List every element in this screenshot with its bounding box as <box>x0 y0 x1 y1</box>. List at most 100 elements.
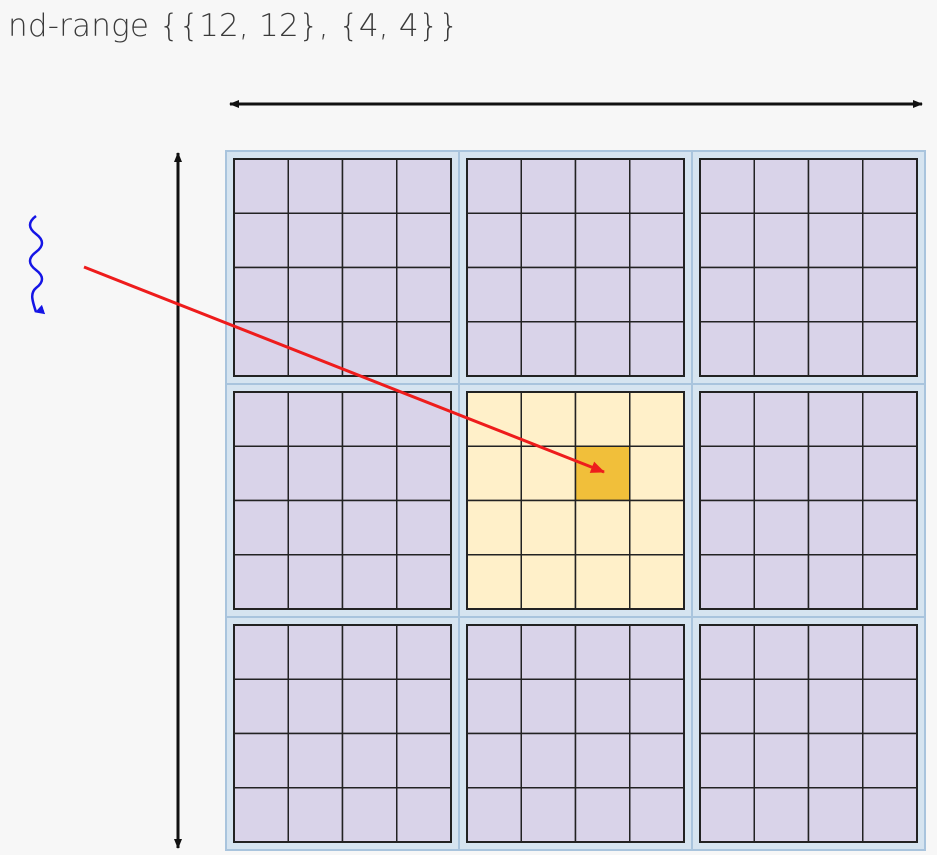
work-item <box>466 787 522 843</box>
work-group <box>458 616 693 851</box>
work-item <box>753 732 810 789</box>
work-item <box>574 266 631 323</box>
work-item <box>753 499 810 556</box>
work-item <box>396 787 452 843</box>
work-item <box>520 391 577 447</box>
work-item <box>574 321 631 377</box>
work-item <box>233 391 289 447</box>
work-item <box>574 787 631 843</box>
work-groups <box>225 150 926 851</box>
work-item <box>574 732 631 789</box>
work-group-grid-border <box>466 391 685 610</box>
work-item <box>753 158 810 214</box>
work-item <box>699 554 755 610</box>
work-item <box>753 391 810 447</box>
work-item <box>466 499 522 556</box>
work-item <box>574 499 631 556</box>
work-group-grid-border <box>466 158 685 377</box>
page-title: nd-range {{12, 12}, {4, 4}} <box>8 8 459 44</box>
work-item <box>699 266 755 323</box>
work-item <box>287 732 344 789</box>
work-item <box>807 321 864 377</box>
work-item <box>699 499 755 556</box>
work-group <box>225 383 460 618</box>
work-item <box>699 158 755 214</box>
work-item <box>341 445 398 502</box>
work-group-grid-border <box>699 624 918 843</box>
work-group-grid-border <box>699 391 918 610</box>
work-item <box>629 321 685 377</box>
work-item <box>753 678 810 735</box>
work-item <box>807 158 864 214</box>
work-item <box>396 445 452 502</box>
work-item <box>520 266 577 323</box>
work-item <box>574 678 631 735</box>
work-group <box>691 616 926 851</box>
work-item <box>862 732 918 789</box>
wavy-arrow-icon <box>28 215 46 315</box>
work-item <box>233 732 289 789</box>
work-item <box>699 391 755 447</box>
work-item <box>233 624 289 680</box>
work-item <box>753 321 810 377</box>
work-item <box>807 445 864 502</box>
work-item <box>341 321 398 377</box>
work-item <box>396 158 452 214</box>
work-item <box>466 678 522 735</box>
work-item <box>466 445 522 502</box>
work-item <box>862 321 918 377</box>
work-group <box>225 150 460 385</box>
work-item <box>699 445 755 502</box>
work-item <box>396 499 452 556</box>
work-item <box>287 499 344 556</box>
work-item <box>629 554 685 610</box>
work-item <box>862 212 918 269</box>
work-item <box>396 678 452 735</box>
work-item <box>574 158 631 214</box>
work-item <box>287 266 344 323</box>
work-item <box>753 787 810 843</box>
work-item <box>520 678 577 735</box>
work-item <box>396 554 452 610</box>
work-item <box>807 499 864 556</box>
work-item <box>574 554 631 610</box>
work-item <box>699 624 755 680</box>
work-item <box>466 266 522 323</box>
work-item <box>520 158 577 214</box>
work-item <box>807 212 864 269</box>
work-item <box>233 266 289 323</box>
work-group-grid-border <box>233 624 452 843</box>
work-group <box>691 383 926 618</box>
work-item <box>520 445 577 502</box>
highlighted-work-item <box>574 445 631 502</box>
work-item <box>287 445 344 502</box>
work-item <box>629 787 685 843</box>
work-item <box>466 212 522 269</box>
work-group <box>691 150 926 385</box>
work-item <box>753 266 810 323</box>
work-item <box>520 787 577 843</box>
work-item <box>807 266 864 323</box>
work-item <box>233 158 289 214</box>
work-item <box>287 391 344 447</box>
work-group-grid-border <box>699 158 918 377</box>
work-item <box>287 158 344 214</box>
work-item <box>520 554 577 610</box>
work-item <box>862 499 918 556</box>
work-item <box>396 212 452 269</box>
work-item <box>341 158 398 214</box>
work-item <box>862 624 918 680</box>
work-item <box>520 212 577 269</box>
work-item <box>466 391 522 447</box>
work-item <box>233 554 289 610</box>
work-item <box>520 732 577 789</box>
work-item <box>629 445 685 502</box>
work-item <box>287 624 344 680</box>
work-item <box>753 554 810 610</box>
work-group-grid-border <box>233 391 452 610</box>
work-item <box>466 624 522 680</box>
work-item <box>396 266 452 323</box>
work-item <box>341 391 398 447</box>
work-item <box>341 732 398 789</box>
work-item <box>699 787 755 843</box>
